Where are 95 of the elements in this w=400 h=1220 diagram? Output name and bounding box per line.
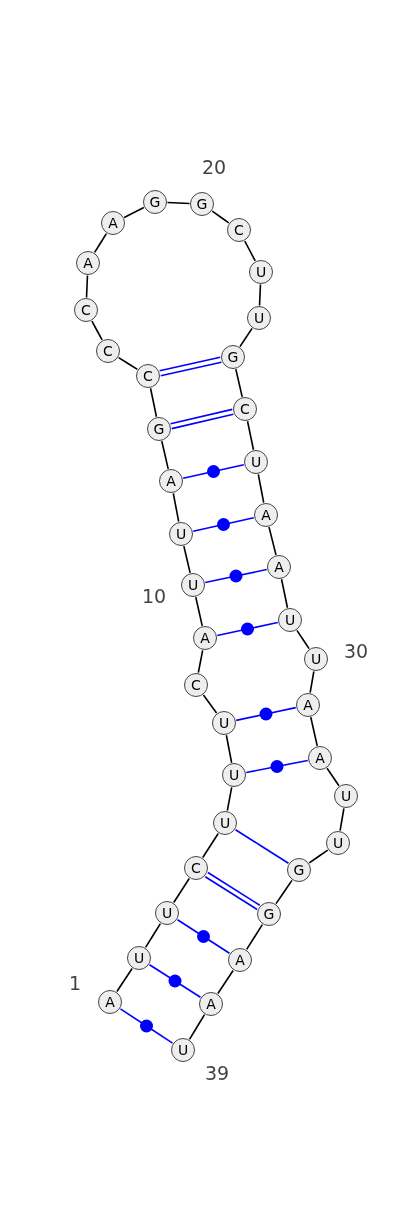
nucleotide-circle: U — [181, 573, 205, 597]
backbone-line — [211, 210, 230, 224]
backbone-line — [194, 596, 204, 627]
backbone-line — [309, 716, 319, 747]
base-pair-line — [204, 568, 268, 584]
nucleotide-circle: A — [98, 990, 122, 1014]
nucleotide-circle: G — [147, 417, 171, 441]
base-pair-line — [235, 706, 297, 722]
backbone-line — [244, 240, 256, 262]
base-pair-line — [158, 356, 223, 377]
nucleotide-circle: C — [184, 856, 208, 880]
nucleotide-circle: A — [308, 746, 332, 770]
backbone-line — [246, 420, 255, 451]
base-pair-line — [192, 516, 255, 533]
nucleotide-circle: A — [199, 992, 223, 1016]
backbone-line — [308, 849, 329, 864]
backbone-line — [235, 368, 243, 398]
backbone-line — [161, 440, 169, 470]
nucleotide-circle: G — [257, 902, 281, 926]
nucleotide-circle: U — [222, 763, 246, 787]
backbone-line — [188, 1013, 206, 1041]
backbone-line — [217, 969, 234, 995]
nucleotide-circle: U — [247, 306, 271, 330]
nucleotide-circle: U — [171, 1038, 195, 1062]
backbone-line — [149, 387, 158, 418]
backbone-line — [144, 922, 162, 949]
backbone-line — [202, 694, 218, 714]
nucleotide-circle: U — [169, 522, 193, 546]
base-pair-line — [204, 871, 261, 911]
backbone-line — [117, 356, 139, 371]
nucleotide-circle: U — [278, 608, 302, 632]
position-number: 20 — [201, 156, 227, 178]
nucleotide-circle: U — [249, 260, 273, 284]
nucleotide-circle: C — [227, 218, 251, 242]
base-pair-line — [182, 463, 245, 480]
nucleotide-circle: U — [155, 901, 179, 925]
nucleotide-circle: C — [233, 397, 257, 421]
nucleotide-circle: C — [96, 339, 120, 363]
nucleotide-circle: A — [159, 469, 183, 493]
backbone-line — [258, 283, 262, 307]
nucleotide-circle: C — [74, 298, 98, 322]
base-pair-line — [119, 1008, 174, 1044]
nucleotide-circle: U — [212, 711, 236, 735]
nucleotide-circle: U — [334, 784, 358, 808]
nucleotide-circle: C — [184, 673, 208, 697]
nucleotide-circle: A — [267, 555, 291, 579]
nucleotide-circle: A — [193, 626, 217, 650]
backbone-line — [268, 526, 277, 556]
position-number: 39 — [204, 1062, 230, 1084]
nucleotide-circle: U — [213, 811, 237, 835]
backbone-line — [85, 274, 89, 299]
nucleotide-circle: U — [127, 946, 151, 970]
nucleotide-circle: U — [326, 831, 350, 855]
position-number: 30 — [343, 640, 369, 662]
backbone-line — [201, 832, 220, 859]
backbone-line — [93, 232, 108, 254]
nucleotide-circle: A — [228, 948, 252, 972]
nucleotide-circle: C — [136, 364, 160, 388]
nucleotide-circle: U — [244, 450, 268, 474]
nucleotide-circle: G — [190, 192, 214, 216]
nucleotide-circle: A — [101, 211, 125, 235]
nucleotide-circle: G — [287, 858, 311, 882]
backbone-line — [226, 786, 233, 812]
backbone-line — [239, 327, 253, 348]
base-pair-line — [148, 963, 202, 999]
backbone-line — [91, 320, 103, 341]
backbone-line — [166, 201, 191, 205]
nucleotide-circle: A — [296, 693, 320, 717]
base-pair-line — [245, 759, 309, 774]
base-pair-line — [169, 408, 235, 430]
nucleotide-circle: U — [304, 647, 328, 671]
position-number: 10 — [141, 585, 167, 607]
base-pair-line — [176, 918, 231, 955]
nucleotide-circle: A — [76, 251, 100, 275]
backbone-line — [183, 545, 191, 574]
backbone-line — [339, 807, 345, 832]
backbone-line — [326, 767, 340, 787]
nucleotide-circle: G — [143, 190, 167, 214]
backbone-line — [280, 578, 289, 609]
position-number: 1 — [68, 972, 82, 994]
backbone-line — [116, 967, 133, 993]
backbone-line — [245, 923, 264, 951]
backbone-line — [275, 879, 293, 905]
backbone-line — [123, 206, 145, 219]
backbone-line — [172, 877, 191, 904]
base-pair-line — [234, 828, 290, 865]
backbone-line — [172, 492, 180, 523]
base-pair-line — [216, 621, 279, 637]
nucleotide-circle: A — [254, 503, 278, 527]
backbone-line — [225, 734, 233, 764]
backbone-line — [309, 670, 315, 694]
backbone-line — [296, 629, 310, 650]
backbone-line — [197, 649, 204, 674]
backbone-line — [257, 473, 265, 504]
nucleotide-circle: G — [221, 345, 245, 369]
